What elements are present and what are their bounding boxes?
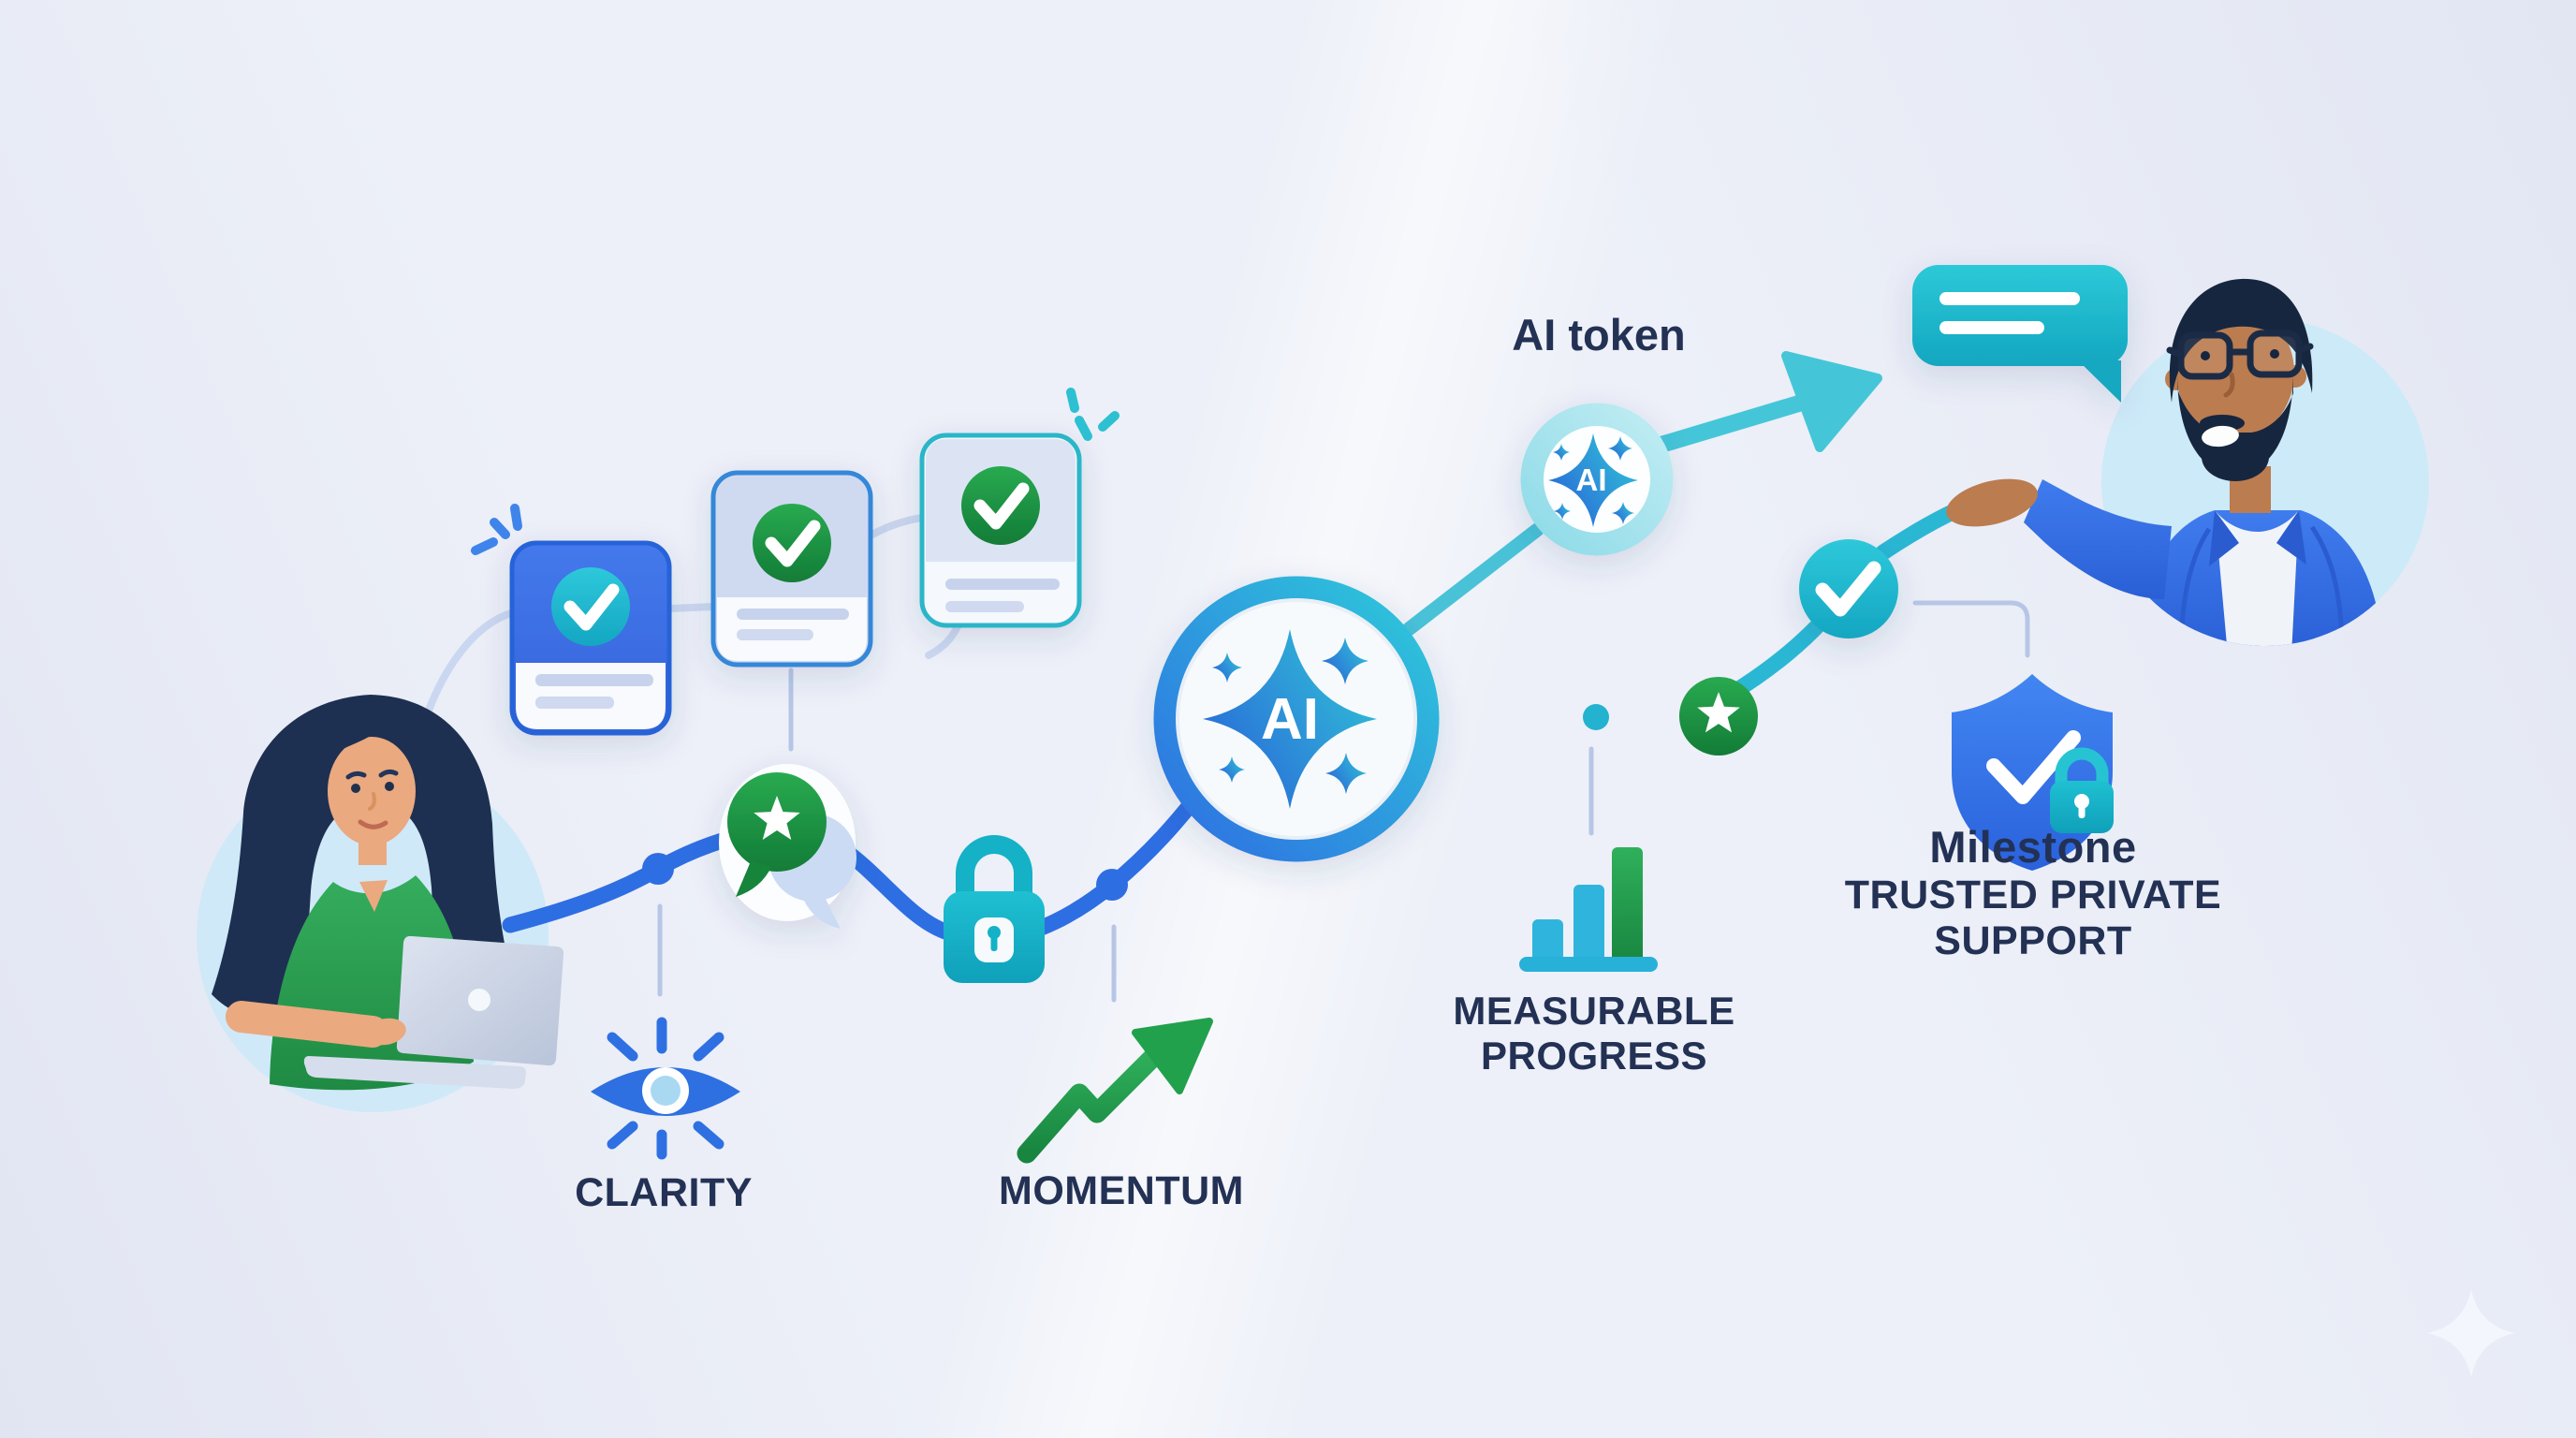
journey-path-blue [502, 778, 1213, 946]
woman-face [328, 737, 416, 845]
speech-bubble-icon [1912, 265, 2128, 403]
path-node-dot [1096, 869, 1128, 901]
check-circle [551, 567, 630, 646]
momentum-arrow-icon [1017, 1018, 1213, 1164]
path-node-dot [1583, 704, 1609, 730]
woman-arm [226, 1001, 388, 1048]
man-shirt [2215, 510, 2299, 646]
laptop-base [303, 1056, 526, 1089]
blue-check-card [509, 540, 672, 736]
step-connector-lines [657, 600, 2030, 1003]
check-circle [753, 504, 831, 582]
milestone-sub1: TRUSTED PRIVATE [1844, 873, 2222, 917]
laptop-logo-icon [468, 989, 490, 1011]
path-node-dot [642, 853, 674, 885]
bar-chart-icon [1519, 847, 1658, 972]
milestone-label: Milestone TRUSTED PRIVATE SUPPORT [1845, 822, 2221, 964]
check-circle [961, 466, 1040, 545]
review-chat-star-icon [719, 764, 856, 929]
clarity-label: CLARITY [575, 1170, 753, 1215]
advisor-man-figure [1946, 278, 2383, 646]
ai-token-medallion: AI [1520, 403, 1674, 556]
measurable-line1: MEASURABLE [1453, 989, 1735, 1033]
measurable-progress-label: MEASURABLE PROGRESS [1453, 989, 1734, 1078]
man-smile [2202, 425, 2239, 448]
ai-token-label: AI token [1512, 310, 1686, 360]
milestone-sub2: SUPPORT [1934, 918, 2132, 963]
ai-token-badge-text: AI [1576, 462, 1607, 497]
ai-core-medallion: AI [1153, 576, 1440, 862]
lock-icon [944, 835, 1045, 983]
milestone-title: Milestone [1929, 822, 2137, 872]
man-face [2176, 306, 2294, 439]
spark-lines-icon [1066, 388, 1120, 441]
man-hair [2169, 278, 2313, 403]
teal-check-card [919, 433, 1082, 628]
ai-core-badge-text: AI [1261, 687, 1319, 752]
momentum-label: MOMENTUM [999, 1168, 1244, 1213]
woman-hand [365, 1018, 406, 1046]
green-check-card [710, 470, 873, 668]
man-hand [1946, 478, 2038, 527]
growth-arrow-icon [1647, 351, 1882, 455]
cloud-contour-lines [413, 514, 970, 753]
measurable-line2: PROGRESS [1480, 1034, 1708, 1078]
check-node-icon [1799, 539, 1898, 638]
check-icon [973, 482, 1030, 530]
spark-lines-icon [471, 504, 522, 555]
check-icon [564, 583, 620, 631]
woman-with-laptop-figure [212, 695, 564, 1091]
star-node-icon [1679, 677, 1758, 756]
corner-sparkle-icon [2427, 1289, 2515, 1377]
man-sleeve [2024, 479, 2172, 599]
check-icon [765, 520, 821, 567]
eye-icon [591, 1017, 740, 1160]
shield-lock-icon [1952, 674, 2114, 871]
